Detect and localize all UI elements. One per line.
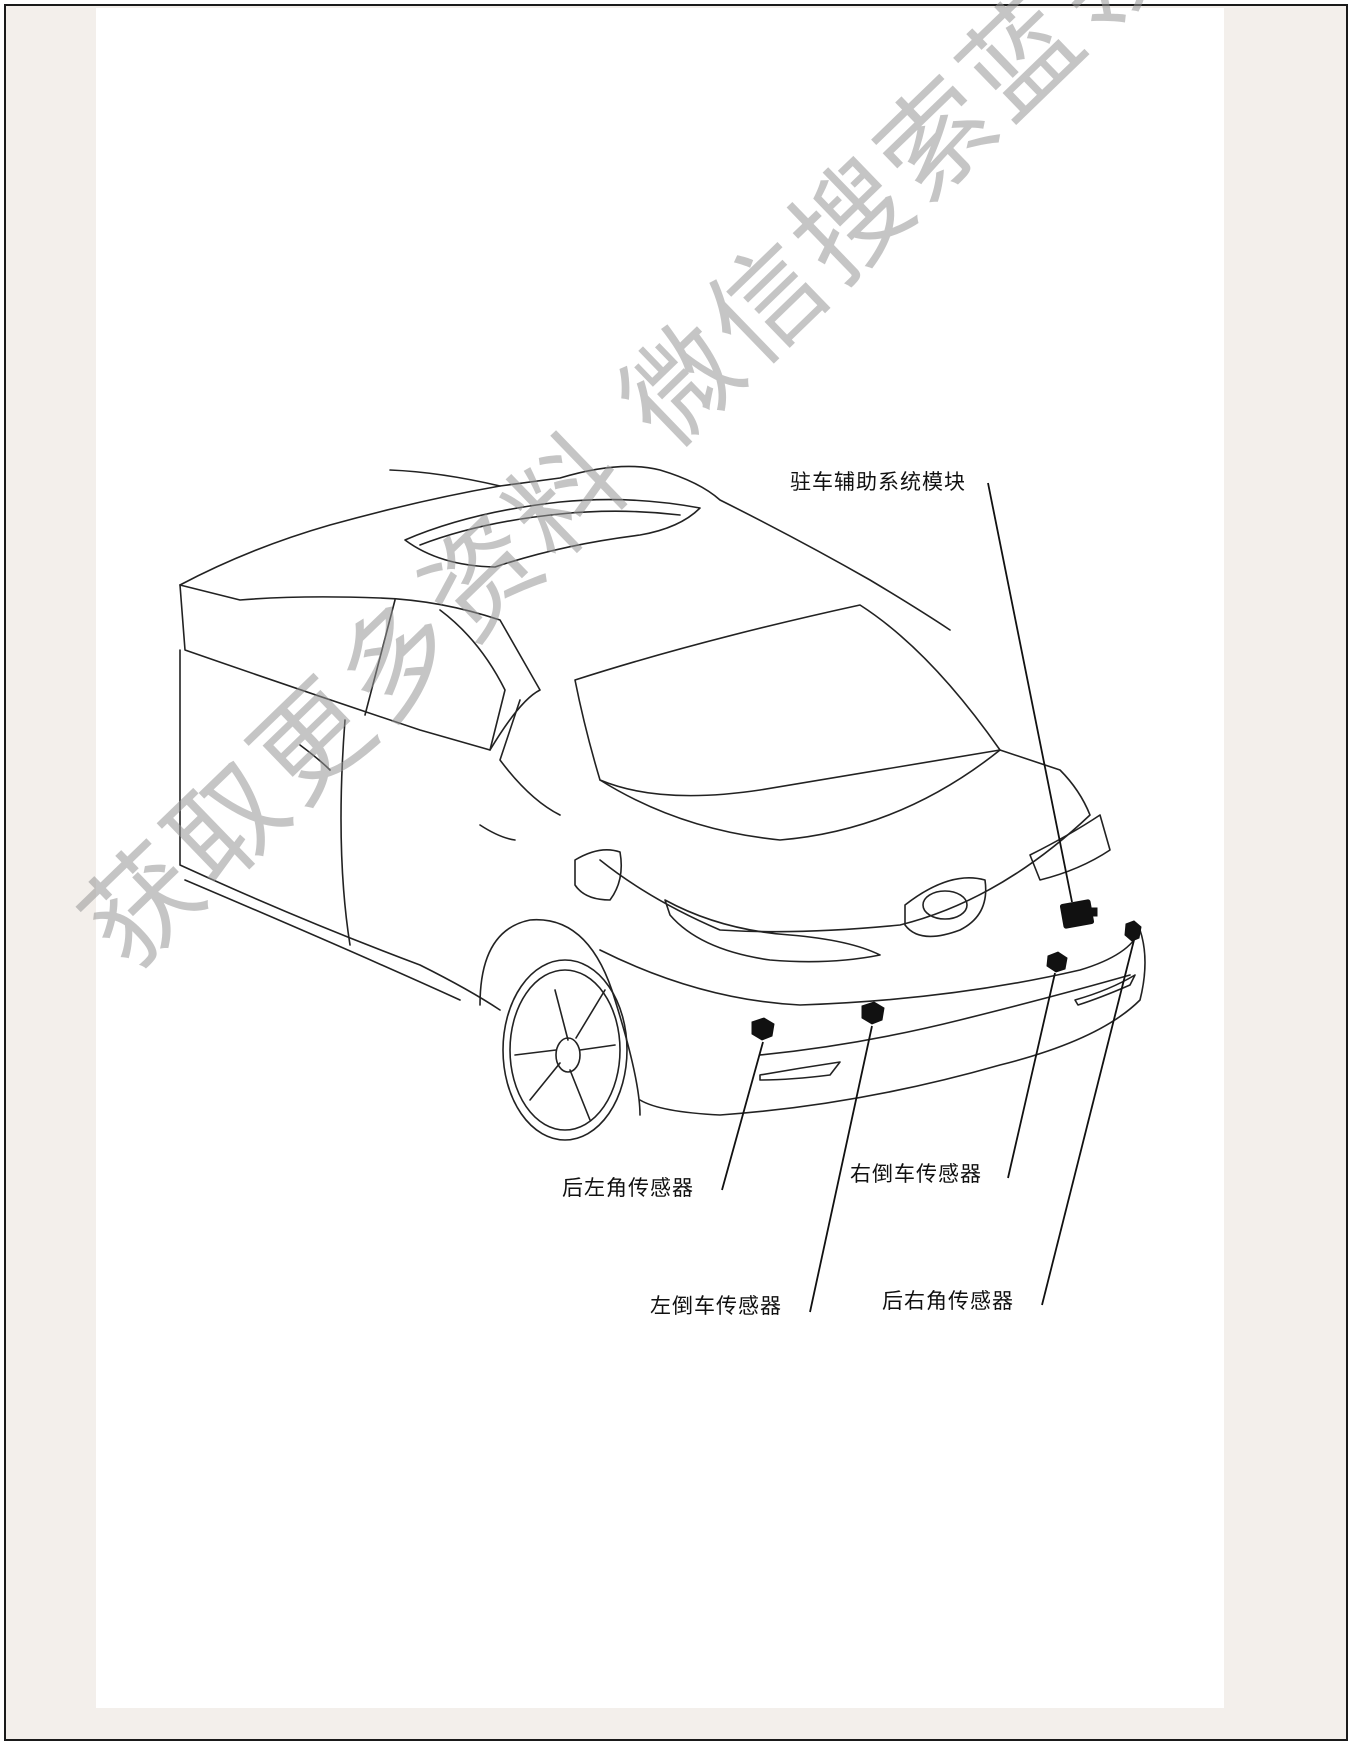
leader-right-reverse [1007,972,1056,1179]
tail-light-right [1029,814,1111,881]
parking-module [1059,899,1095,929]
wheel-arch [479,918,641,1116]
label-rear-left-corner: 后左角传感器 [562,1176,694,1200]
rear-wheel [502,959,628,1141]
sensor-rear-left-corner [751,1017,775,1041]
leader-module [987,482,1073,903]
leader-rear-left-corner [721,1041,764,1191]
side-windows [179,584,541,751]
trunk-lid [599,749,1091,933]
leader-rear-right-corner [1041,939,1135,1306]
sunroof [404,498,701,568]
tail-light-left [664,899,881,963]
reflector-left [759,1061,841,1081]
reflector-right [1074,974,1136,1006]
roof-outline [389,465,951,631]
sensor-right-reverse [1046,951,1068,973]
sensor-rear-right-corner [1124,920,1142,942]
body-side [179,649,501,1011]
label-rear-right-corner: 后右角传感器 [882,1289,1014,1313]
label-right-reverse: 右倒车传感器 [850,1162,982,1186]
label-module: 驻车辅助系统模块 [790,470,966,494]
rear-window [574,604,1001,797]
rear-bumper [599,929,1146,1116]
plate-recess [904,877,987,938]
leader-left-reverse [809,1025,873,1313]
page-sheet [96,8,1224,1708]
fuel-door [574,849,623,901]
label-left-reverse: 左倒车传感器 [650,1294,782,1318]
sensor-left-reverse [861,1001,885,1025]
